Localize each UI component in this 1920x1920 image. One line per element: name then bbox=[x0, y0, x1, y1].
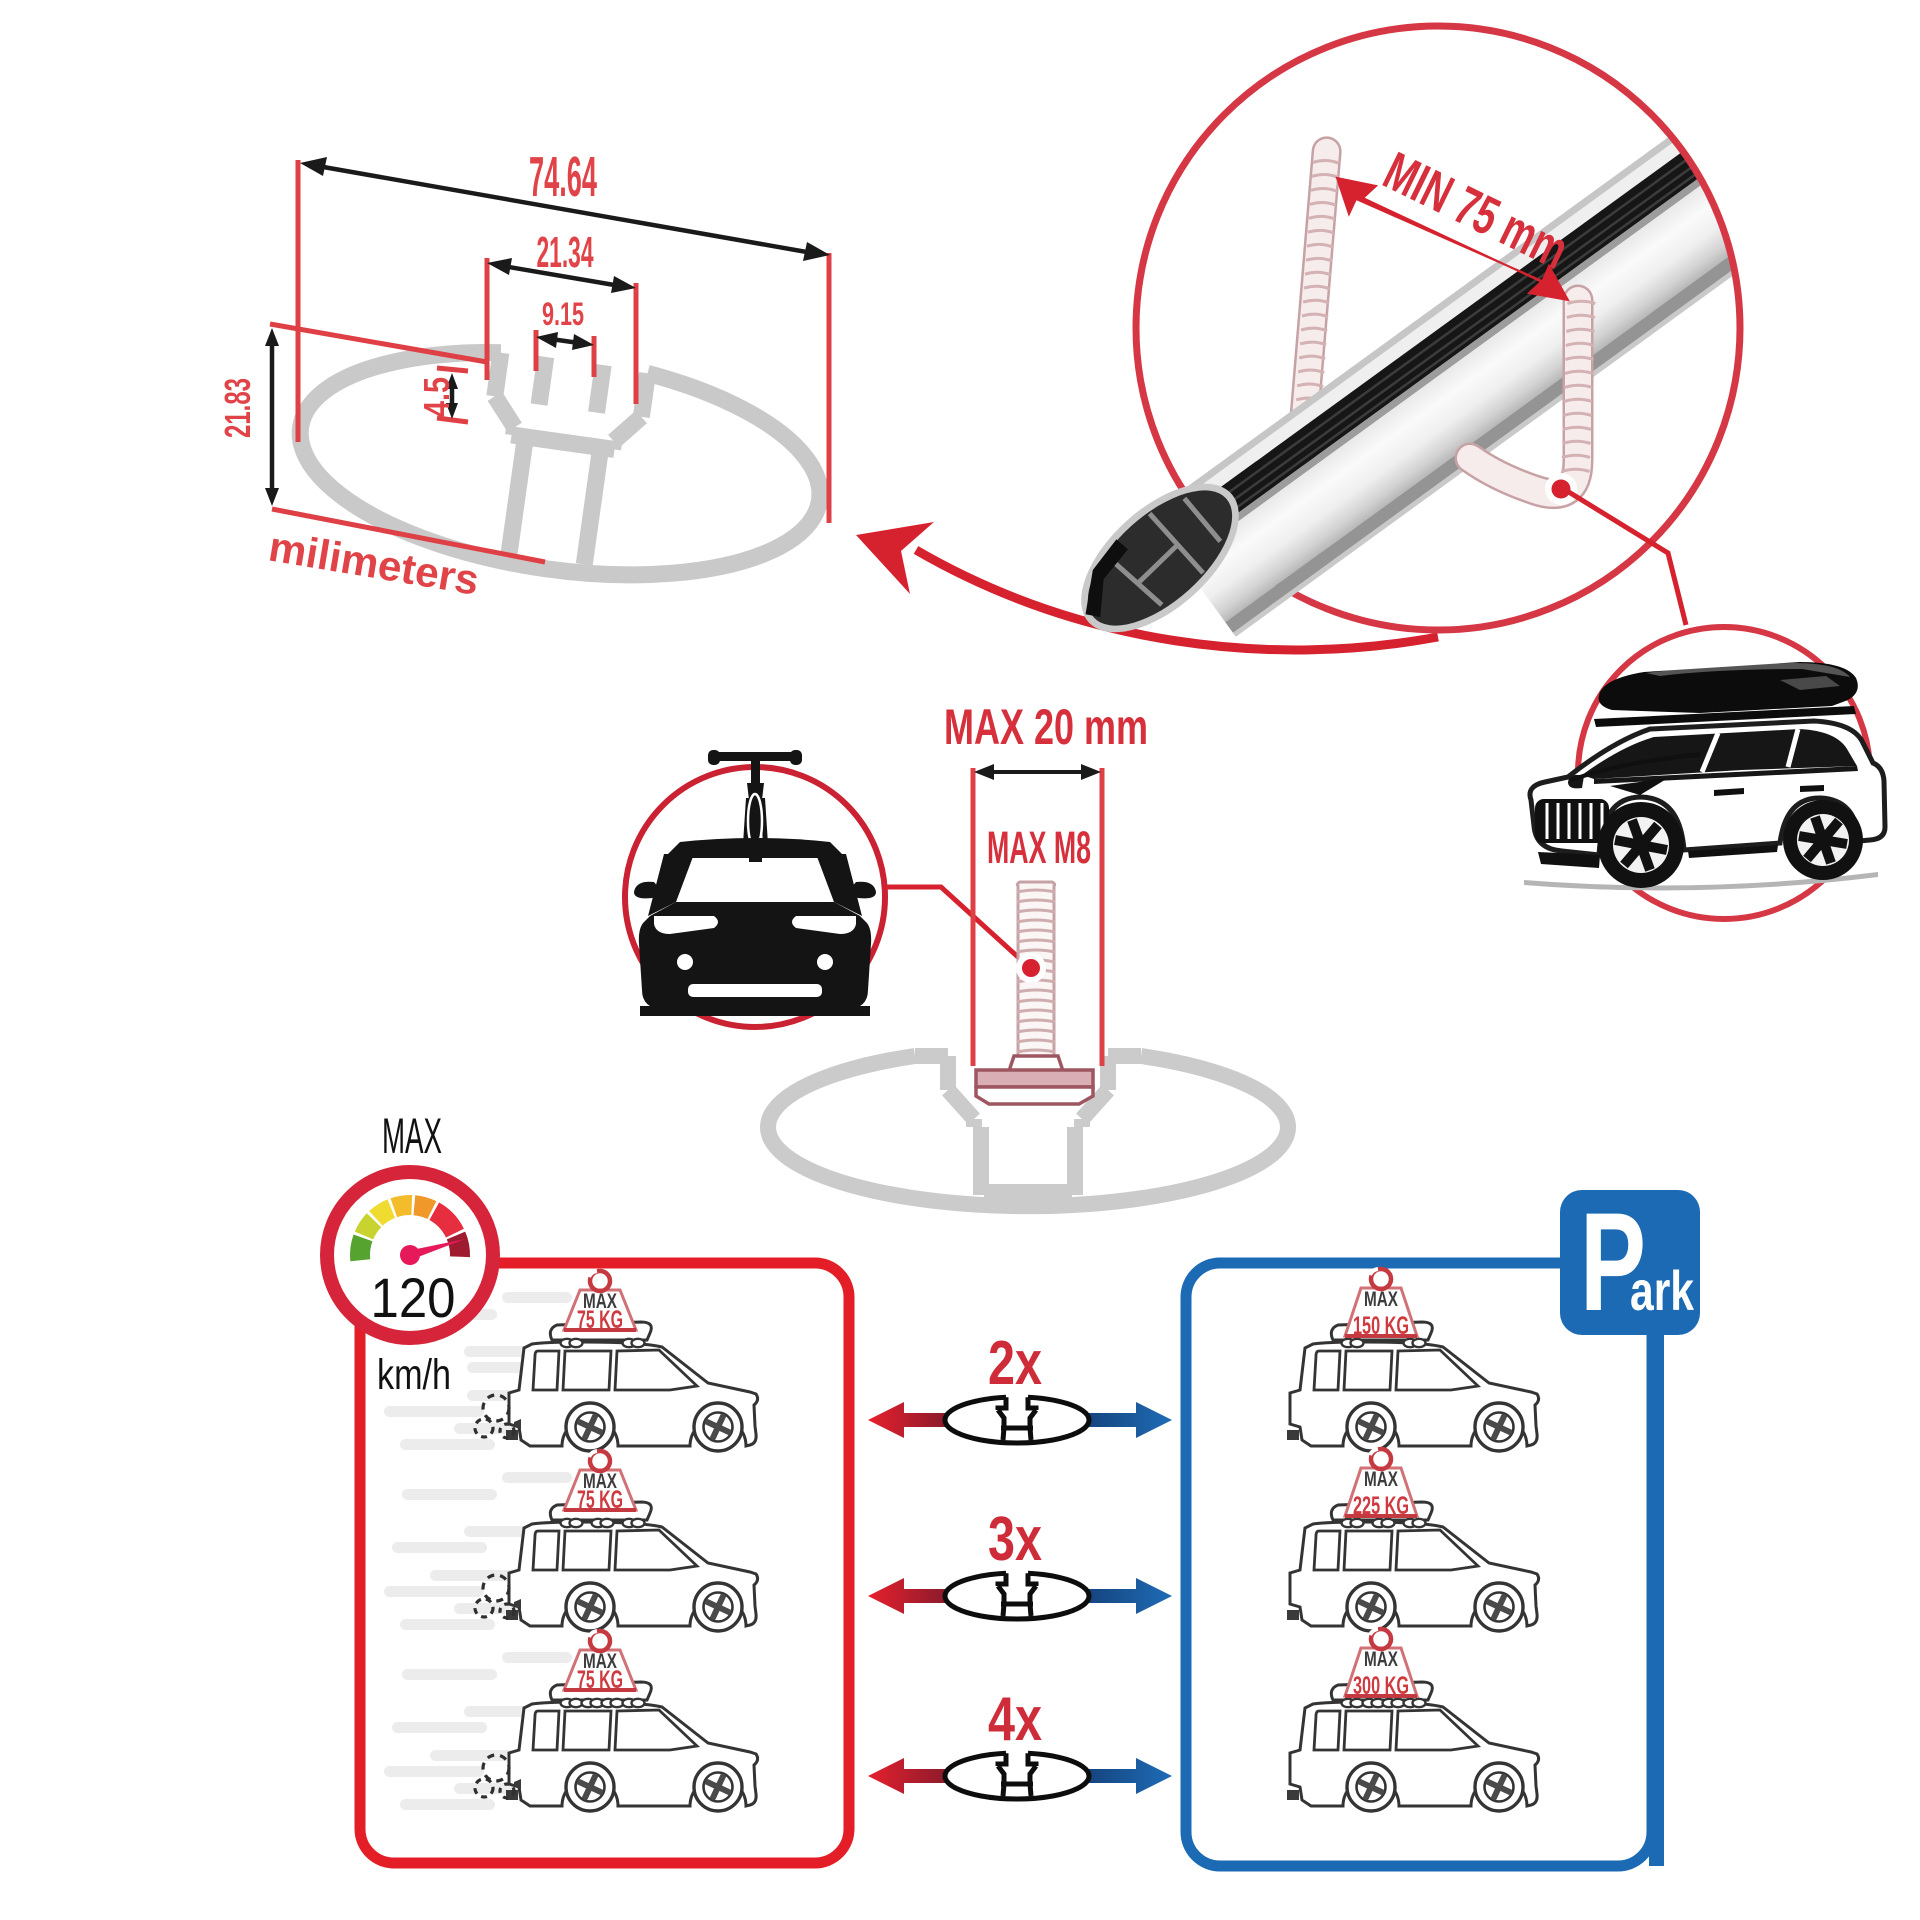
svg-text:75 KG: 75 KG bbox=[577, 1666, 623, 1694]
svg-text:4.5: 4.5 bbox=[416, 377, 457, 417]
svg-text:74.64: 74.64 bbox=[529, 145, 597, 209]
svg-text:300 KG: 300 KG bbox=[1353, 1672, 1409, 1700]
svg-text:MAX: MAX bbox=[382, 1108, 442, 1164]
svg-text:4x: 4x bbox=[988, 1685, 1042, 1754]
svg-text:MAX: MAX bbox=[583, 1290, 617, 1313]
svg-text:MAX M8: MAX M8 bbox=[987, 822, 1091, 873]
svg-text:MAX: MAX bbox=[1364, 1288, 1398, 1311]
svg-text:21.34: 21.34 bbox=[537, 228, 594, 277]
svg-text:P: P bbox=[1580, 1183, 1646, 1340]
svg-text:MAX: MAX bbox=[1364, 1648, 1398, 1671]
svg-text:MAX: MAX bbox=[1364, 1468, 1398, 1491]
svg-text:3x: 3x bbox=[988, 1505, 1042, 1574]
svg-text:120: 120 bbox=[371, 1266, 456, 1329]
svg-text:9.15: 9.15 bbox=[542, 296, 584, 332]
svg-text:150 KG: 150 KG bbox=[1353, 1312, 1409, 1340]
svg-text:2x: 2x bbox=[988, 1329, 1042, 1398]
svg-text:21.83: 21.83 bbox=[217, 378, 258, 438]
svg-text:MAX: MAX bbox=[583, 1650, 617, 1673]
svg-text:MAX 20 mm: MAX 20 mm bbox=[944, 699, 1148, 755]
svg-text:75 KG: 75 KG bbox=[577, 1306, 623, 1334]
svg-text:MAX: MAX bbox=[583, 1470, 617, 1493]
svg-text:75 KG: 75 KG bbox=[577, 1486, 623, 1514]
svg-text:225 KG: 225 KG bbox=[1353, 1492, 1409, 1520]
svg-text:km/h: km/h bbox=[377, 1351, 451, 1399]
svg-text:ark: ark bbox=[1630, 1259, 1695, 1322]
